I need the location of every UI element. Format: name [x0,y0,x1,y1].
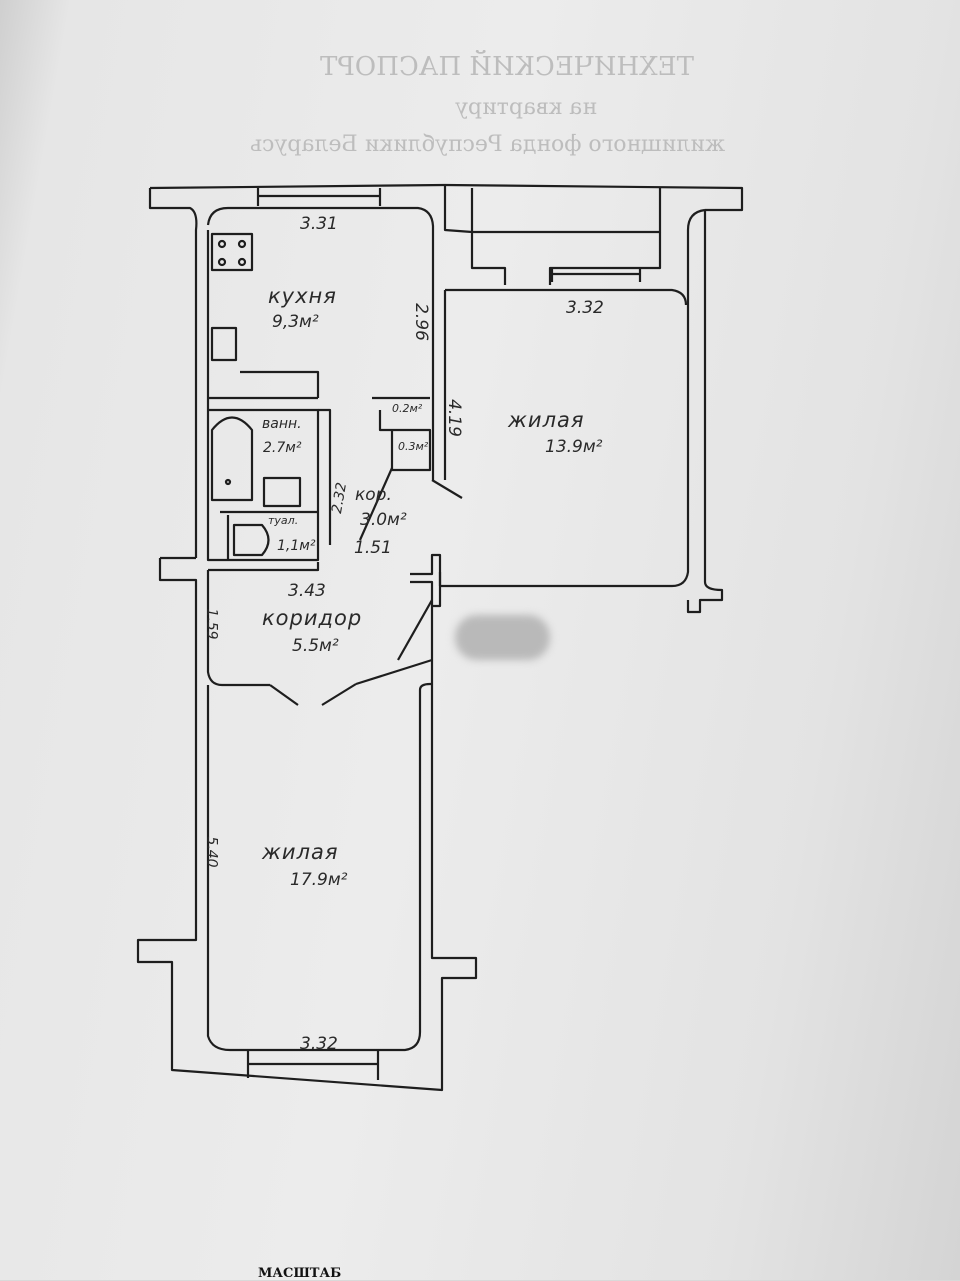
corridor-name: коридор [262,606,363,630]
corridor-area: 5.5м² [292,636,339,656]
dim-living-south-depth: 5.40 [203,836,220,868]
kitchen-name: кухня [268,284,337,308]
footer-fragment: МАСШТАБ [258,1266,342,1281]
dim-corridor-width: 3.43 [288,581,326,601]
kitchen-inner [206,206,435,285]
hall-small-area: 3.0м² [360,510,407,530]
redacted-blur [455,615,550,660]
dim-hall-width: 1.51 [354,538,392,558]
dim-corridor-depth: 1.59 [203,608,220,640]
toilet-area: 1,1м² [277,538,316,554]
bath-area: 2.7м² [263,440,302,456]
top-wall [149,183,744,212]
dim-kitchen-depth: 2.96 [410,303,431,341]
living-east-name: жилая [508,408,585,432]
living-south-area: 17.9м² [290,870,348,890]
dim-living-east-width: 3.32 [566,298,604,318]
dim-living-east-depth: 4.19 [443,399,464,437]
west-upper-outer [148,188,198,558]
bath-name: ванн. [262,416,302,432]
closet1-area: 0.2м² [392,402,423,415]
kitchen-area: 9,3м² [272,312,319,332]
dim-kitchen-width: 3.31 [300,214,338,234]
closet-outline [470,188,662,234]
dim-living-south-width: 3.32 [300,1034,338,1054]
hall-small-name: кор. [355,485,392,505]
closet2-area: 0.3м² [398,440,429,453]
living-south-name: жилая [262,840,339,864]
living-east-area: 13.9м² [545,437,603,457]
toilet-name: туал. [268,514,299,527]
